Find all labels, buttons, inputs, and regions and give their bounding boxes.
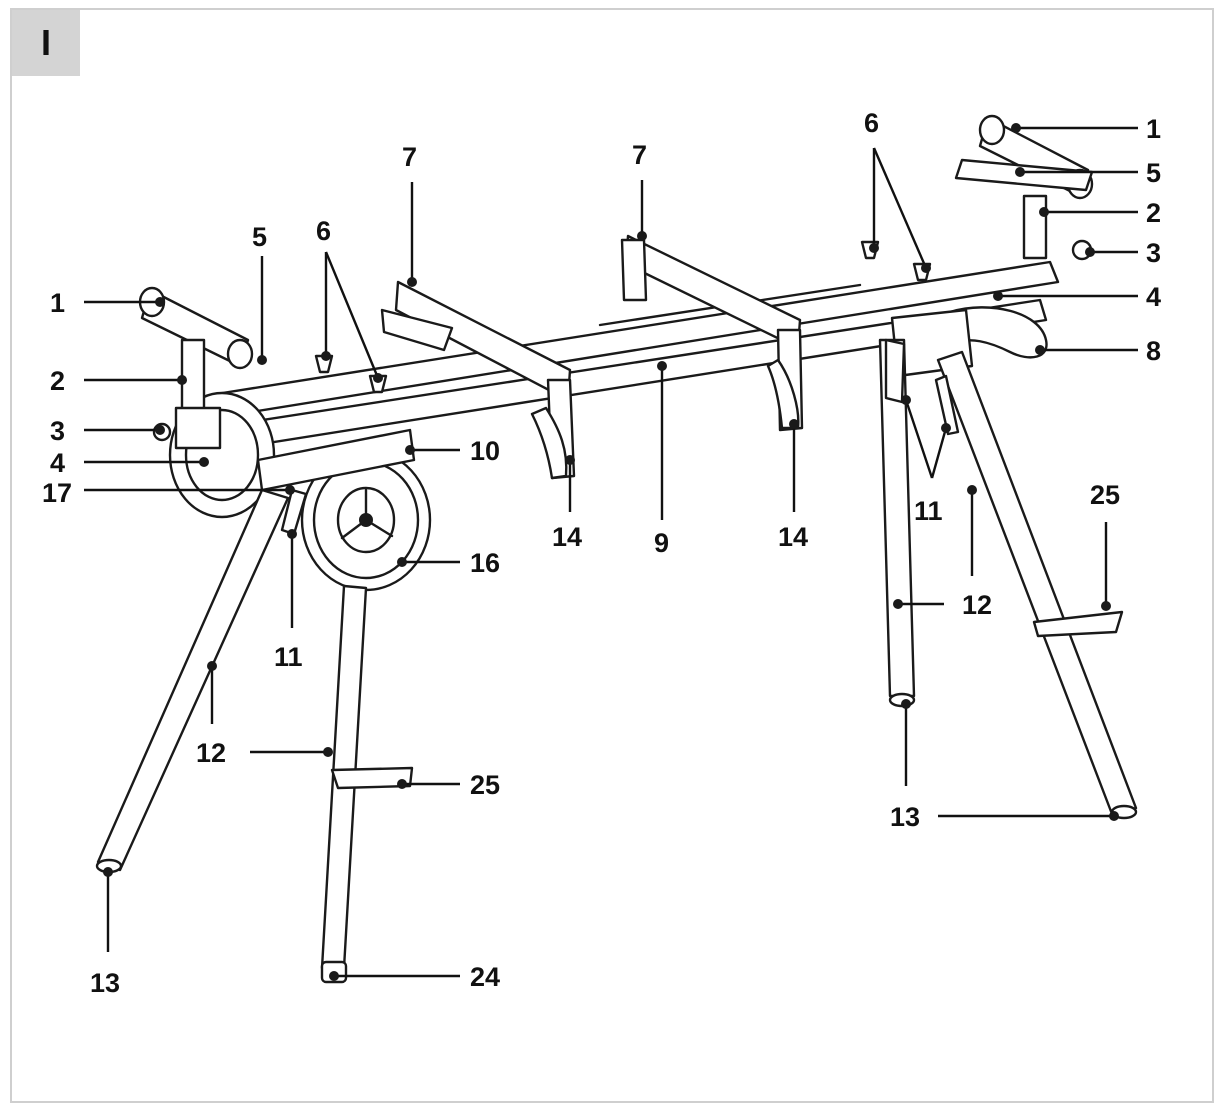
callout-label: 16 [470,548,500,578]
callout-label: 13 [90,968,120,998]
callout-label: 3 [50,416,65,446]
callout-label: 17 [42,478,72,508]
callout-label: 6 [316,216,331,246]
callout-label: 7 [402,142,417,172]
callout-label: 1 [1146,114,1161,144]
callout-label: 7 [632,140,647,170]
callout-leaders [84,126,1138,978]
callout-label: 12 [962,590,992,620]
callout-label: 14 [552,522,582,552]
callout-label: 12 [196,738,226,768]
callout-label: 9 [654,528,669,558]
callout-label: 25 [1090,480,1120,510]
callout-label: 2 [1146,198,1161,228]
callout-label: 5 [1146,158,1161,188]
callout-label: 6 [864,108,879,138]
left-rear-leg-drawing [96,488,290,872]
clamp-levers-drawing [530,358,800,480]
leg-plate-drawing [256,428,416,492]
left-foot-step-drawing [330,766,414,790]
callout-label: 11 [274,642,303,672]
right-front-leg-drawing [878,338,916,698]
callout-labels: 1 5 2 3 4 8 6 7 7 5 6 1 2 3 4 17 10 14 9… [42,108,1161,998]
callout-label: 13 [890,802,920,832]
callout-label: 4 [50,448,65,478]
callout-label: 5 [252,222,267,252]
callout-label: 2 [50,366,65,396]
right-roller-drawing [954,114,1094,261]
callout-label: 3 [1146,238,1161,268]
callout-label: 8 [1146,336,1161,366]
right-rear-leg-drawing [936,350,1138,816]
callout-label: 11 [914,496,943,526]
callout-label: 25 [470,770,500,800]
leader-dots [103,123,1119,981]
stand-drawing [95,114,1138,984]
callout-label: 14 [778,522,808,552]
figure-frame [10,8,1214,1103]
panel-tag: I [12,10,80,76]
callout-label: 1 [50,288,65,318]
callout-label: 24 [470,962,500,992]
right-foot-step-drawing [1032,610,1124,638]
callout-label: 10 [470,436,500,466]
callout-label: 4 [1146,282,1161,312]
left-roller-drawing [138,286,254,450]
right-latch-drawing [884,338,906,404]
